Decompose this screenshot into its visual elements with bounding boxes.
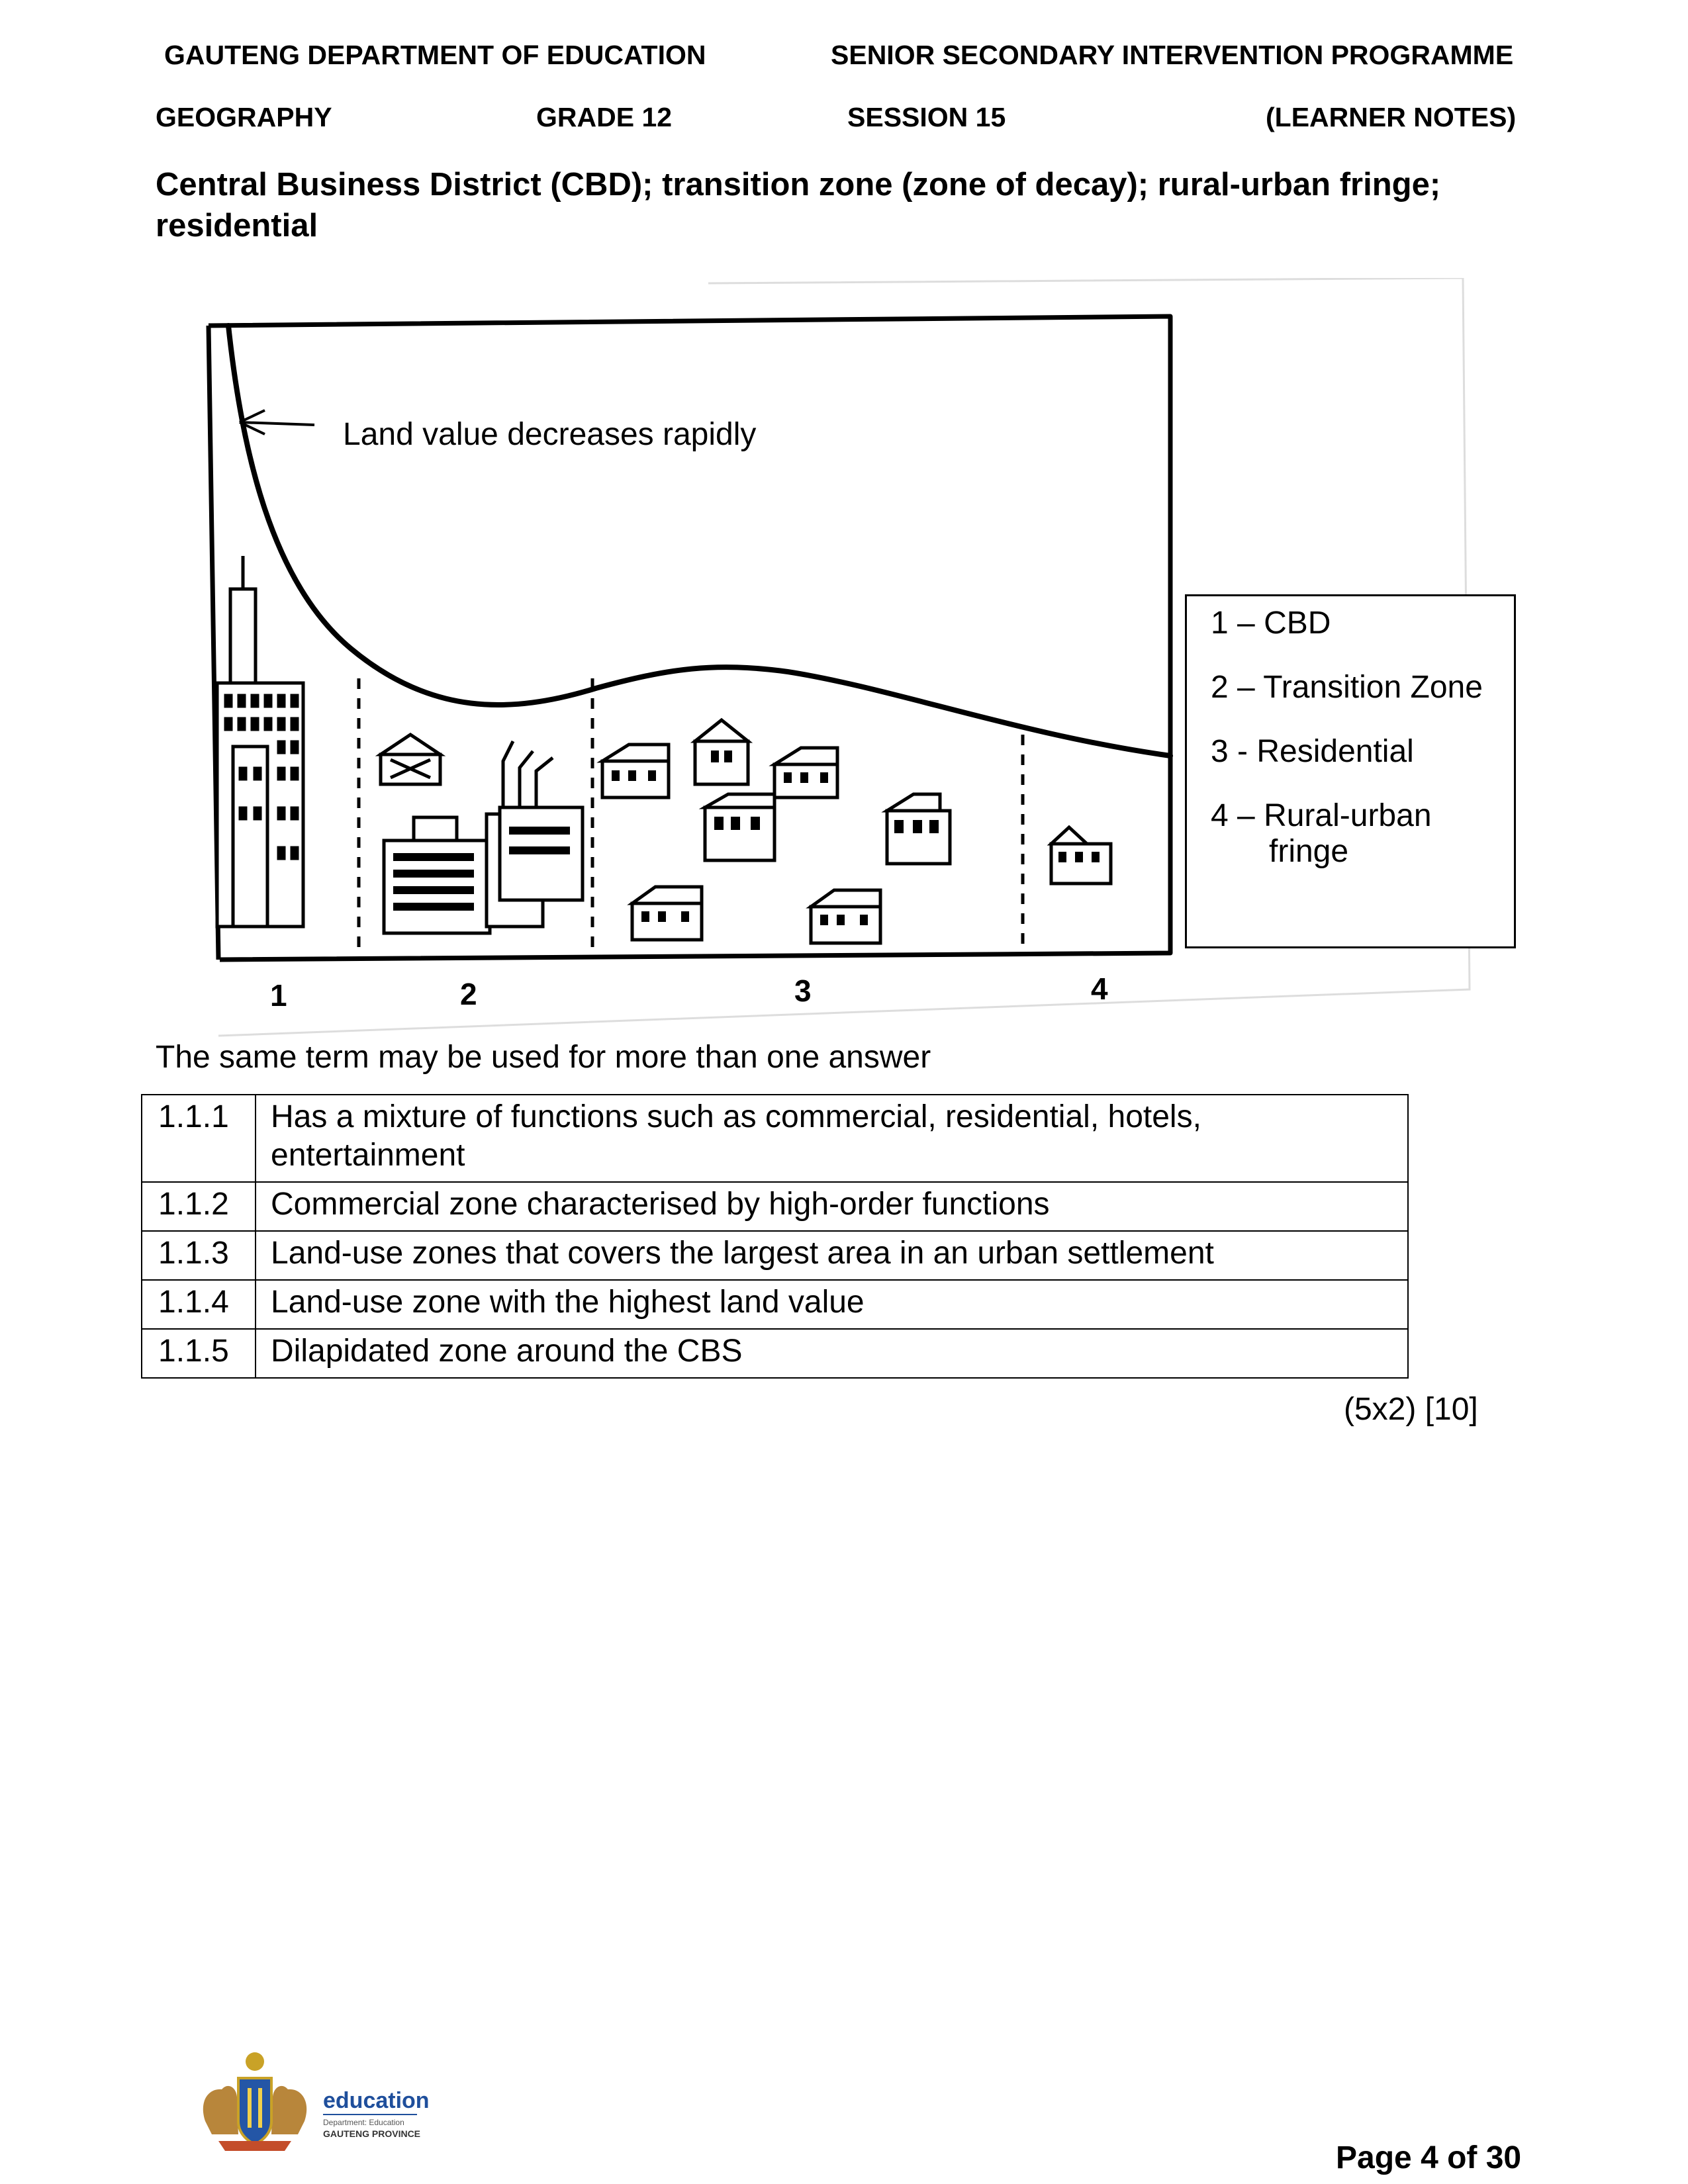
gauteng-education-logo: education Department: Education GAUTENG … xyxy=(192,2042,444,2161)
question-text: Land-use zones that covers the largest a… xyxy=(255,1230,1409,1281)
header-programme: SENIOR SECONDARY INTERVENTION PROGRAMME xyxy=(831,40,1514,70)
cbd-buildings-illustration xyxy=(215,556,305,929)
curve-label: Land value decreases rapidly xyxy=(343,417,756,452)
question-number: 1.1.3 xyxy=(141,1230,256,1281)
table-row: 1.1.2 Commercial zone characterised by h… xyxy=(141,1181,1409,1232)
header-session: SESSION 15 xyxy=(847,102,1006,132)
table-row: 1.1.1 Has a mixture of functions such as… xyxy=(141,1094,1409,1183)
table-row: 1.1.5 Dilapidated zone around the CBS xyxy=(141,1328,1409,1379)
logo-subtitle: Department: Education xyxy=(323,2118,404,2127)
questions-table: 1.1.1 Has a mixture of functions such as… xyxy=(141,1094,1409,1379)
question-number: 1.1.2 xyxy=(141,1181,256,1232)
marks-allocation: (5x2) [10] xyxy=(1344,1392,1478,1427)
question-number: 1.1.4 xyxy=(141,1279,256,1330)
question-text: Has a mixture of functions such as comme… xyxy=(255,1094,1409,1183)
question-number: 1.1.1 xyxy=(141,1094,256,1183)
header-subject: GEOGRAPHY xyxy=(156,102,332,132)
legend-item: 2 – Transition Zone xyxy=(1211,670,1483,705)
question-text: Land-use zone with the highest land valu… xyxy=(255,1279,1409,1330)
legend-item: 3 - Residential xyxy=(1211,734,1414,769)
question-text: Dilapidated zone around the CBS xyxy=(255,1328,1409,1379)
land-value-diagram: Land value decreases rapidly xyxy=(192,278,1489,1052)
header-notes: (LEARNER NOTES) xyxy=(1266,102,1517,132)
zone-number-2: 2 xyxy=(460,977,477,1011)
table-row: 1.1.4 Land-use zone with the highest lan… xyxy=(141,1279,1409,1330)
question-text: Commercial zone characterised by high-or… xyxy=(255,1181,1409,1232)
question-number: 1.1.5 xyxy=(141,1328,256,1379)
zone-number-1: 1 xyxy=(270,978,287,1013)
legend-item: 4 – Rural-urban fringe xyxy=(1211,798,1514,870)
residential-houses-illustration xyxy=(596,717,1113,945)
instruction-text: The same term may be used for more than … xyxy=(156,1040,931,1075)
logo-province: GAUTENG PROVINCE xyxy=(323,2128,420,2139)
header-grade: GRADE 12 xyxy=(536,102,673,132)
header-department: GAUTENG DEPARTMENT OF EDUCATION xyxy=(164,40,706,70)
page-number: Page 4 of 30 xyxy=(1336,2140,1522,2175)
legend-item-label: 4 – Rural-urban xyxy=(1211,798,1432,833)
transition-zone-illustration xyxy=(375,732,585,935)
table-row: 1.1.3 Land-use zones that covers the lar… xyxy=(141,1230,1409,1281)
section-title: Central Business District (CBD); transit… xyxy=(156,167,1441,244)
legend-item: 1 – CBD xyxy=(1211,606,1331,641)
diagram-legend: 1 – CBD 2 – Transition Zone 3 - Resident… xyxy=(1185,594,1516,948)
zone-number-3: 3 xyxy=(794,974,812,1008)
logo-word: education xyxy=(323,2088,430,2113)
zone-number-4: 4 xyxy=(1091,972,1108,1006)
legend-item-continuation: fringe xyxy=(1269,834,1349,869)
coat-of-arms-icon xyxy=(203,2052,307,2151)
